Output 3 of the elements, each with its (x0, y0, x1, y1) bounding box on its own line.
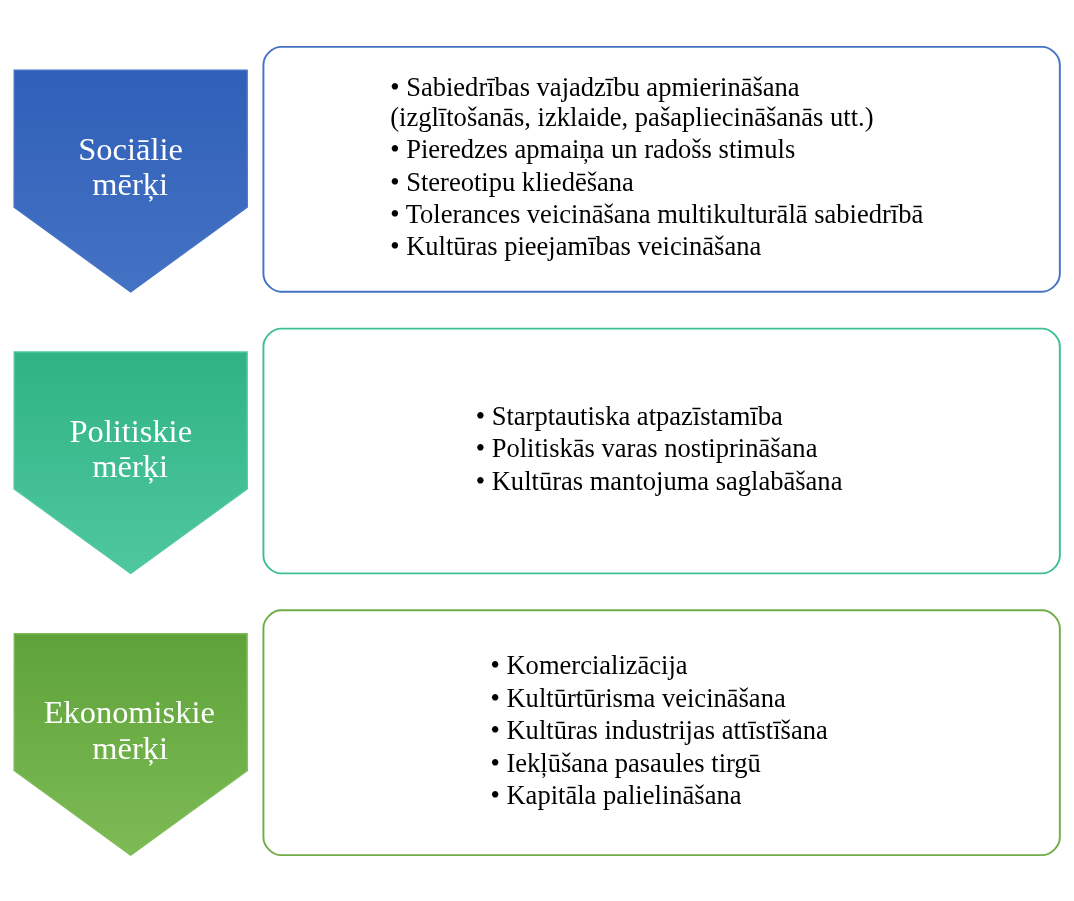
node-box: • Starptautiska atpazīstamība • Politiskās varas nostiprināšana • Kultūras mantojuma saglabāšana (262, 327, 1061, 574)
node-box: • Komercializācija • Kultūrtūrisma veicināšana • Kultūras industrijas attīstīšana • Iekļūšana pasaules tirgū • Kapitāla palielināšana (262, 608, 1061, 856)
node-box: • Sabiedrības vajadzību apmierināšana (izglītošanās, izklaide, pašapliecināšanās utt.) • Pieredzes apmaiņa un radošs stimuls • Stereotipu kliedēšana • Tolerances veicināšana multikulturālā sabiedrībā • Kultūras pieejamības veicināšana (262, 45, 1061, 293)
